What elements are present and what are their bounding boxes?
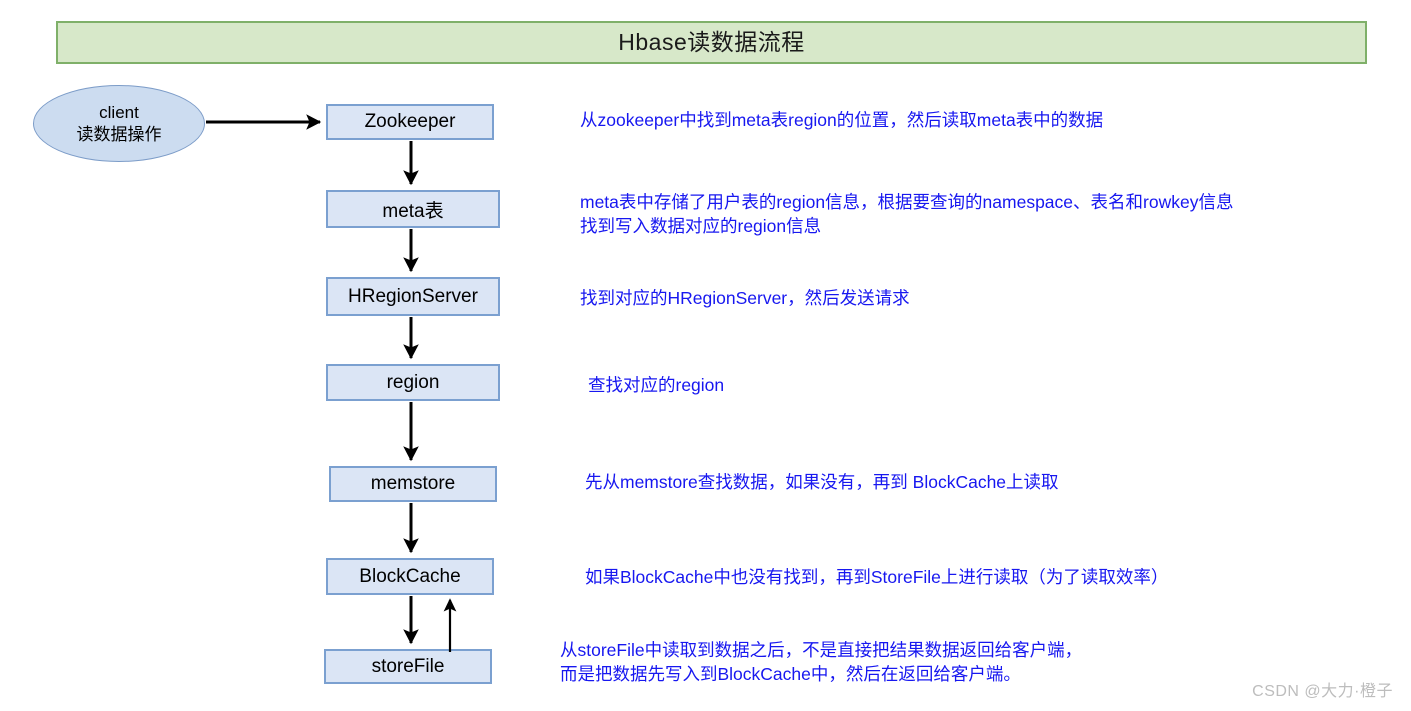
annotation-storefile: 从storeFile中读取到数据之后，不是直接把结果数据返回给客户端， 而是把数… xyxy=(560,640,1083,685)
annotation-memstore: 先从memstore查找数据，如果没有，再到 BlockCache上读取 xyxy=(585,472,1059,492)
flow-node-label: region xyxy=(386,371,440,393)
annotation-blockcache: 如果BlockCache中也没有找到，再到StoreFile上进行读取（为了读取… xyxy=(585,567,1169,587)
flow-node-zookeeper: Zookeeper xyxy=(326,104,494,140)
annotation-region: 查找对应的region xyxy=(588,375,725,395)
flow-node-region: region xyxy=(326,364,500,401)
annotation-meta: meta表中存储了用户表的region信息，根据要查询的namespace、表名… xyxy=(580,192,1234,237)
client-label-line2: 读数据操作 xyxy=(76,124,162,144)
annotation-zookeeper: 从zookeeper中找到meta表region的位置，然后读取meta表中的数… xyxy=(580,110,1104,130)
client-label-line1: client xyxy=(99,103,139,123)
flow-node-label: storeFile xyxy=(371,655,445,677)
csdn-watermark: CSDN @大力·橙子 xyxy=(1252,683,1393,700)
flow-node-memstore: memstore xyxy=(329,466,497,502)
flow-node-storefile: storeFile xyxy=(324,649,492,684)
flow-node-label: BlockCache xyxy=(359,565,461,587)
page-title: Hbase读数据流程 xyxy=(618,29,805,55)
flow-node-label: memstore xyxy=(370,473,456,494)
flow-node-label: HRegionServer xyxy=(348,285,478,307)
annotation-hregionserver: 找到对应的HRegionServer，然后发送请求 xyxy=(580,288,910,308)
flow-node-label: Zookeeper xyxy=(364,111,456,132)
flow-node-label: meta表 xyxy=(382,200,444,222)
flow-node-blockcache: BlockCache xyxy=(326,558,494,595)
flow-node-hregionserver: HRegionServer xyxy=(326,277,500,316)
flow-node-meta: meta表 xyxy=(326,190,500,228)
client-node: client 读数据操作 xyxy=(33,85,205,162)
diagram-title-banner: Hbase读数据流程 xyxy=(56,21,1367,64)
